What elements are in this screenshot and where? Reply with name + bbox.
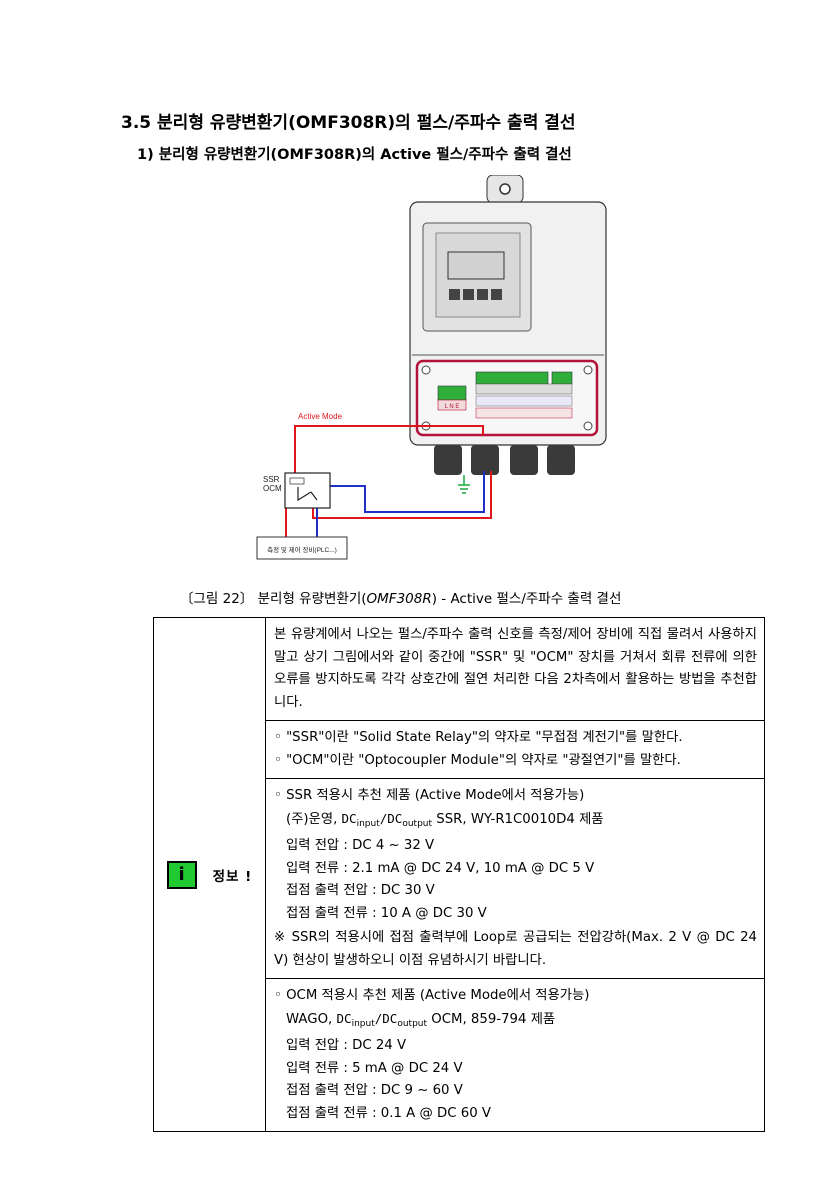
terminal-lne-label: L N E	[445, 404, 460, 410]
device-label: 측정 및 제어 장비(PLC...)	[267, 545, 337, 554]
ocm-definition: ◦ "OCM"이란 "Optocoupler Module"의 약자로 "광절연…	[274, 752, 681, 768]
definitions-cell: ◦ "SSR"이란 "Solid State Relay"의 약자로 "무접점 …	[265, 720, 765, 779]
ocm-spec-input-current: 입력 전류 : 5 mA @ DC 24 V	[286, 1060, 463, 1076]
ocm-product-cell: ◦ OCM 적용시 추천 제품 (Active Mode에서 적용가능) WAG…	[265, 978, 765, 1132]
subsection-heading: 1) 분리형 유량변환기(OMF308R)의 Active 펄스/주파수 출력 …	[137, 147, 572, 163]
intro-cell: 본 유량계에서 나오는 펄스/주파수 출력 신호를 측정/제어 장비에 직접 물…	[265, 617, 765, 721]
ssr-spec-output-current: 접점 출력 전류 : 10 A @ DC 30 V	[286, 905, 487, 921]
wiring-diagram: L N E Active Mode SSR OCM	[256, 175, 607, 560]
ocm-label: OCM	[263, 484, 282, 493]
active-mode-label: Active Mode	[298, 412, 343, 421]
ssr-product-cell: ◦ SSR 적용시 추천 제품 (Active Mode에서 적용가능) (주)…	[265, 778, 765, 979]
intro-text: 본 유량계에서 나오는 펄스/주파수 출력 신호를 측정/제어 장비에 직접 물…	[274, 627, 757, 710]
caption-model: OMF308R	[366, 591, 432, 607]
ocm-product: WAGO, DCinput/DCoutput OCM, 859-794 제품	[286, 1010, 556, 1029]
ssr-spec-output-voltage: 접점 출력 전압 : DC 30 V	[286, 883, 435, 898]
section-heading: 3.5 분리형 유량변환기(OMF308R)의 펄스/주파수 출력 결선	[121, 113, 576, 133]
ssr-spec-input-current: 입력 전류 : 2.1 mA @ DC 24 V, 10 mA @ DC 5 V	[286, 860, 595, 876]
ocm-title: ◦ OCM 적용시 추천 제품 (Active Mode에서 적용가능)	[274, 988, 590, 1003]
ground-symbol	[458, 475, 470, 494]
ssr-ocm-relay: SSR OCM	[263, 472, 331, 509]
cable-glands	[434, 445, 575, 475]
ssr-title: ◦ SSR 적용시 추천 제품 (Active Mode에서 적용가능)	[274, 788, 585, 803]
terminal-board: L N E	[415, 359, 599, 437]
figure-caption: 〔그림 22〕 분리형 유량변환기(OMF308R) - Active 펄스/주…	[180, 591, 622, 607]
info-side-cell: i 정보 !	[153, 617, 266, 1132]
ssr-definition: ◦ "SSR"이란 "Solid State Relay"의 약자로 "무접점 …	[274, 730, 683, 745]
info-label: 정보 !	[212, 868, 253, 885]
measurement-device: 측정 및 제어 장비(PLC...)	[256, 536, 348, 560]
info-table: i 정보 ! 본 유량계에서 나오는 펄스/주파수 출력 신호를 측정/제어 장…	[153, 617, 765, 1132]
ocm-spec-output-current: 접점 출력 전류 : 0.1 A @ DC 60 V	[286, 1105, 491, 1121]
info-icon: i	[166, 860, 197, 889]
ssr-spec-input-voltage: 입력 전압 : DC 4 ~ 32 V	[286, 838, 435, 853]
keypad	[449, 289, 502, 300]
ssr-product: (주)운영, DCinput/DCoutput SSR, WY-R1C0010D…	[286, 810, 604, 829]
ocm-spec-output-voltage: 접점 출력 전압 : DC 9 ~ 60 V	[286, 1083, 463, 1098]
ssr-label: SSR	[263, 475, 280, 484]
mounting-tab	[486, 175, 524, 204]
ssr-note: ※ SSR의 적용시에 접점 출력부에 Loop로 공급되는 전압강하(Max.…	[274, 930, 757, 968]
ocm-spec-input-voltage: 입력 전압 : DC 24 V	[286, 1038, 407, 1053]
